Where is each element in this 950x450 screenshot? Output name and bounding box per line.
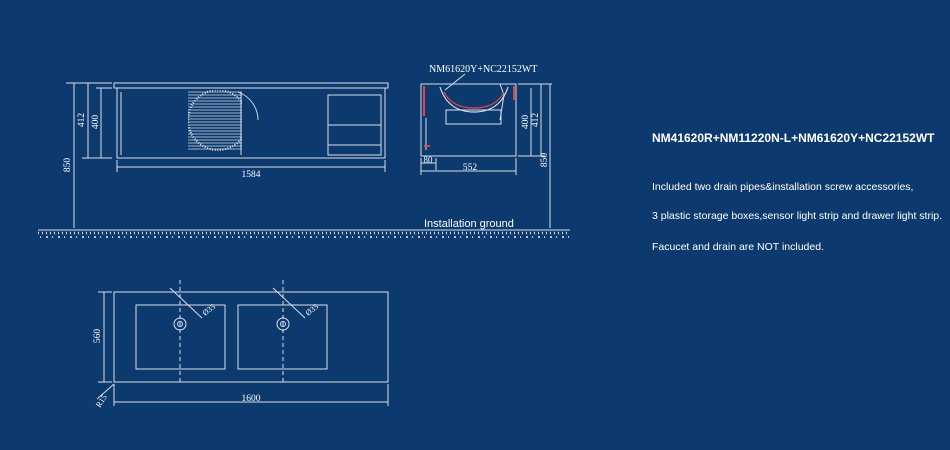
front-width-label: 1584 bbox=[242, 170, 261, 180]
side-label-leader bbox=[444, 73, 466, 91]
side-view-label: NM61620Y+NC22152WT bbox=[429, 64, 537, 75]
side-412-label: 412 bbox=[531, 113, 541, 128]
front-400-label: 400 bbox=[91, 115, 101, 130]
front-total-height-label: 850 bbox=[63, 158, 73, 173]
side-drawer bbox=[445, 109, 502, 125]
side-cabinet-outline bbox=[420, 83, 517, 157]
side-drain-pipe bbox=[499, 83, 505, 121]
note-line-3: Facucet and drain are NOT included. bbox=[652, 241, 824, 253]
product-title: NM41620R+NM11220N-L+NM61620Y+NC22152WT bbox=[652, 131, 935, 145]
front-countertop bbox=[113, 82, 389, 89]
side-offset-label: 80 bbox=[424, 155, 434, 165]
top-width-label: 1600 bbox=[242, 394, 261, 404]
front-drawer-top bbox=[327, 94, 382, 126]
side-400-label: 400 bbox=[521, 115, 531, 130]
front-drawer-bottom bbox=[327, 144, 382, 156]
note-line-1: Included two drain pipes&installation sc… bbox=[652, 181, 914, 193]
front-cabinet-body bbox=[116, 87, 386, 159]
top-leader-right bbox=[272, 287, 306, 319]
ground-label: Installation ground bbox=[424, 218, 514, 230]
top-diameter-left: Ø35 bbox=[201, 302, 217, 318]
front-view bbox=[66, 82, 389, 228]
top-depth-label: 560 bbox=[93, 329, 103, 344]
front-drawer-middle bbox=[327, 124, 382, 146]
top-radius-label: R15 bbox=[94, 393, 109, 409]
top-radius-leader bbox=[96, 383, 115, 400]
side-basin-bowl bbox=[439, 86, 509, 113]
side-depth-label: 552 bbox=[463, 163, 478, 173]
front-basin-hatch bbox=[188, 90, 242, 152]
side-red-accents bbox=[423, 86, 515, 147]
side-total-height-label: 850 bbox=[540, 153, 550, 168]
note-line-2: 3 plastic storage boxes,sensor light str… bbox=[652, 210, 943, 222]
top-view bbox=[96, 280, 389, 406]
top-drain-left-inner bbox=[177, 321, 183, 327]
top-diameter-right: Ø35 bbox=[304, 302, 320, 318]
top-leader-left bbox=[169, 287, 203, 319]
top-drain-right-inner bbox=[280, 321, 286, 327]
front-basin-rim bbox=[237, 91, 259, 121]
side-view bbox=[420, 73, 552, 228]
front-412-label: 412 bbox=[77, 113, 87, 128]
top-countertop bbox=[113, 291, 389, 383]
